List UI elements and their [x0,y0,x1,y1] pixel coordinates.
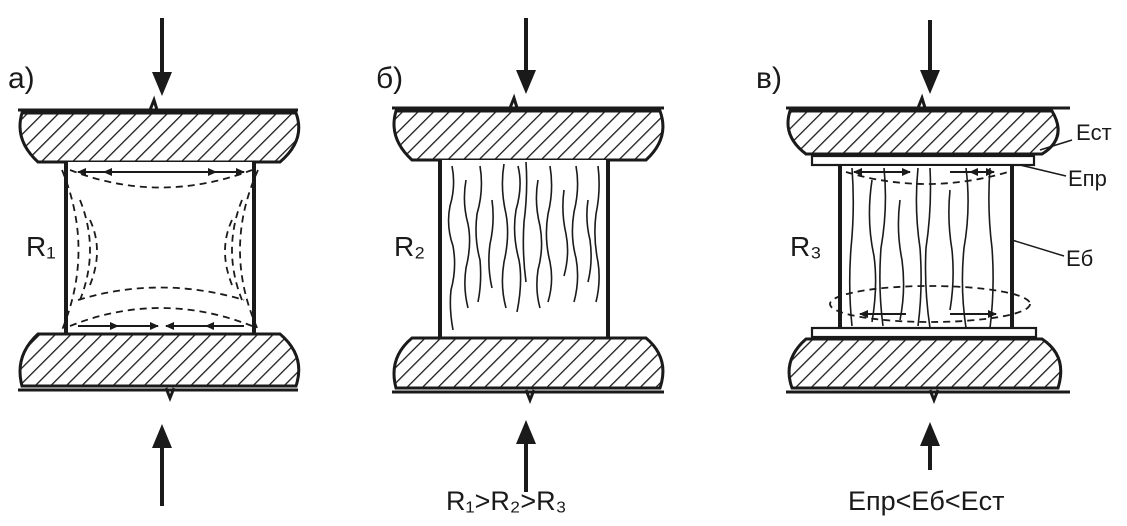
panel-a-top-platen [18,111,301,164]
panel-c-bottom-platen [787,337,1063,390]
label-gasket-modulus: Eпр [1068,166,1107,191]
panel-a: а) [8,18,301,506]
modulus-order-label: Eпр<Eб<Eст [848,486,1005,516]
panel-b-tag: б) [376,62,403,95]
panel-b-bottom-arrowhead [516,420,536,444]
label-specimen-modulus: Eб [1066,246,1093,271]
panel-a-tag: а) [8,62,35,95]
panel-b-top-arrowhead [516,70,536,94]
panel-c-cracks [848,167,994,329]
panel-c-top-arrowhead [920,70,940,94]
panel-c-top-gasket [810,154,1036,167]
panel-a-bottom-platen [18,332,301,388]
panel-c-friction-zones [829,171,1031,323]
panel-a-friction-zones [61,169,259,331]
panel-c-top-platen [786,109,1060,156]
label-plate-modulus: Eст [1076,120,1112,145]
panel-a-top-arrowhead [152,72,172,96]
panel-c: в) [756,20,1112,470]
panel-a-bottom-arrowhead [152,424,172,448]
panel-c-tag: в) [756,62,782,95]
panel-a-shear-arrows [77,168,245,330]
panel-c-shear-arrows [853,168,997,318]
panel-b-top-platen [392,109,665,162]
panel-a-resistance-label: R₁ [26,231,56,262]
panel-b-bottom-platen [392,336,665,390]
panel-c-bottom-arrowhead [920,422,940,446]
resistance-order-label: R₁>R₂>R₃ [446,486,567,516]
panel-c-bottom-gasket [810,326,1038,339]
panel-c-resistance-label: R₃ [790,231,822,262]
panel-b-resistance-label: R₂ [394,231,425,262]
panel-b-vertical-cracks [447,161,600,331]
panel-b: б) R₂ [376,18,665,492]
